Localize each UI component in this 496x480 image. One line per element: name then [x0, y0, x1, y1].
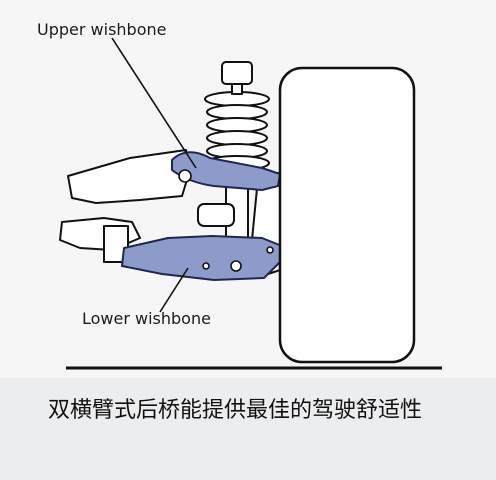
lower-wishbone-shape [121, 235, 283, 281]
strut-rod [231, 83, 243, 95]
caption-text: 双横臂式后桥能提供最佳的驾驶舒适性 [48, 398, 423, 423]
link-bushing [197, 203, 235, 227]
lower-wishbone-label: Lower wishbone [82, 309, 211, 328]
strut-top-mount [221, 61, 253, 85]
upper-bushing [178, 169, 192, 183]
lower-leader-line [159, 267, 189, 313]
upper-leader-line [111, 37, 197, 169]
knuckle-bolt [266, 246, 274, 254]
tire [278, 66, 416, 364]
upper-wishbone-label: Upper wishbone [37, 20, 167, 39]
suspension-diagram [59, 37, 442, 370]
lower-bolt [202, 262, 210, 270]
lower-bushing [230, 260, 242, 272]
diagram-panel: Upper wishbone Lower wishbone [37, 20, 442, 370]
subframe [67, 149, 191, 204]
